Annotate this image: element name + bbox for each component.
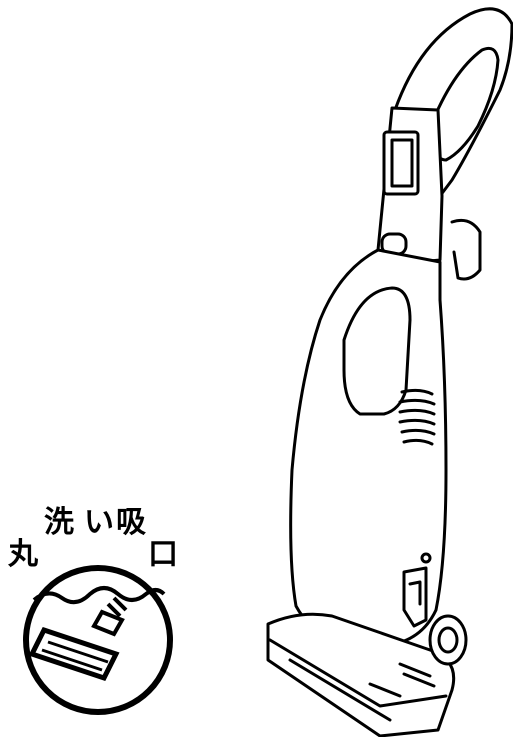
upright-vacuum-cleaner-icon: [266, 7, 513, 737]
badge-char-2: 洗: [44, 505, 74, 540]
badge-char-3: い: [84, 505, 114, 540]
badge-char-1: 丸: [8, 537, 38, 572]
badge-char-4: 吸: [116, 505, 146, 540]
nozzle-washable-badge-icon: [23, 565, 173, 715]
badge-char-5: 口: [148, 537, 178, 572]
